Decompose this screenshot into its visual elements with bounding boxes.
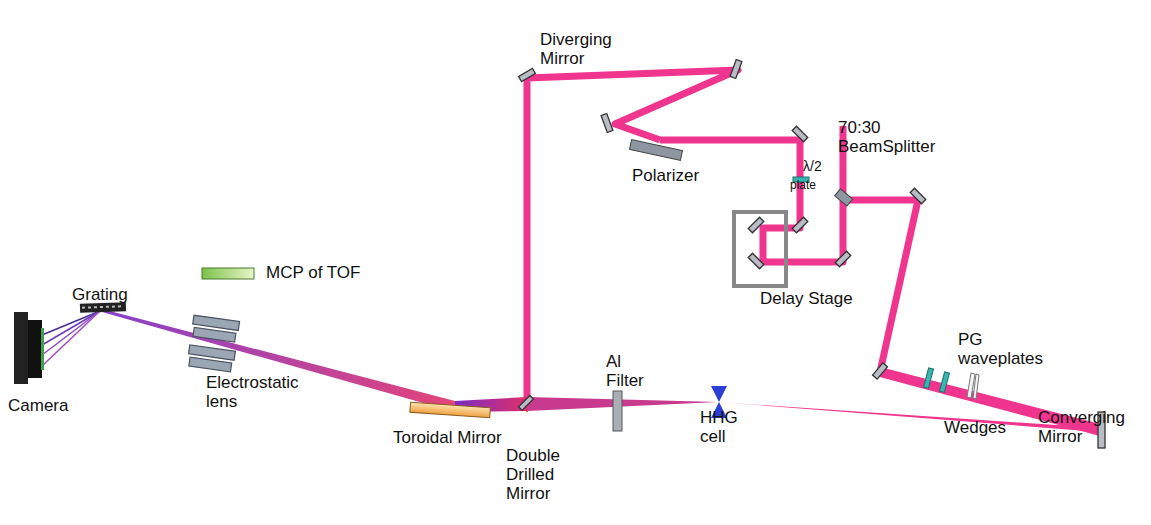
xuv-beam	[102, 309, 1100, 432]
laser-beams	[527, 70, 1100, 435]
mirror-symbols	[519, 60, 1105, 448]
camera-symbol	[14, 312, 44, 384]
component-label: Double Drilled Mirror	[506, 446, 572, 503]
component-label: PG waveplates	[958, 330, 1048, 368]
spectrum-fan	[42, 311, 100, 366]
component-label: Converging Mirror	[1038, 408, 1138, 446]
component-label: 70:30 BeamSplitter	[838, 118, 948, 156]
delay-stage-symbol	[734, 212, 786, 286]
component-label: Camera	[8, 396, 88, 415]
component-label: MCP of TOF	[266, 263, 386, 282]
pg-waveplates-symbol	[923, 368, 949, 393]
component-label: Toroidal Mirror	[393, 428, 533, 447]
component-label: plate	[790, 179, 830, 192]
component-label: Electrostatic lens	[206, 373, 316, 411]
al-filter-symbol	[613, 391, 622, 431]
toroidal-mirror-symbol	[410, 402, 491, 418]
component-label: Al Filter	[606, 352, 650, 390]
component-label: λ/2	[803, 158, 843, 174]
electrostatic-lens-symbol	[187, 315, 240, 372]
component-label: Wedges	[944, 418, 1024, 437]
beamsplitter-symbol	[835, 189, 853, 206]
mcp-detector	[202, 268, 254, 279]
component-label: Diverging Mirror	[540, 30, 630, 68]
wedges-symbol	[967, 373, 979, 399]
component-label: Grating	[72, 285, 152, 304]
polarizer-symbol	[630, 140, 683, 161]
component-label: Polarizer	[632, 166, 722, 185]
component-label: Delay Stage	[760, 289, 870, 308]
component-label: HHG cell	[700, 408, 746, 446]
